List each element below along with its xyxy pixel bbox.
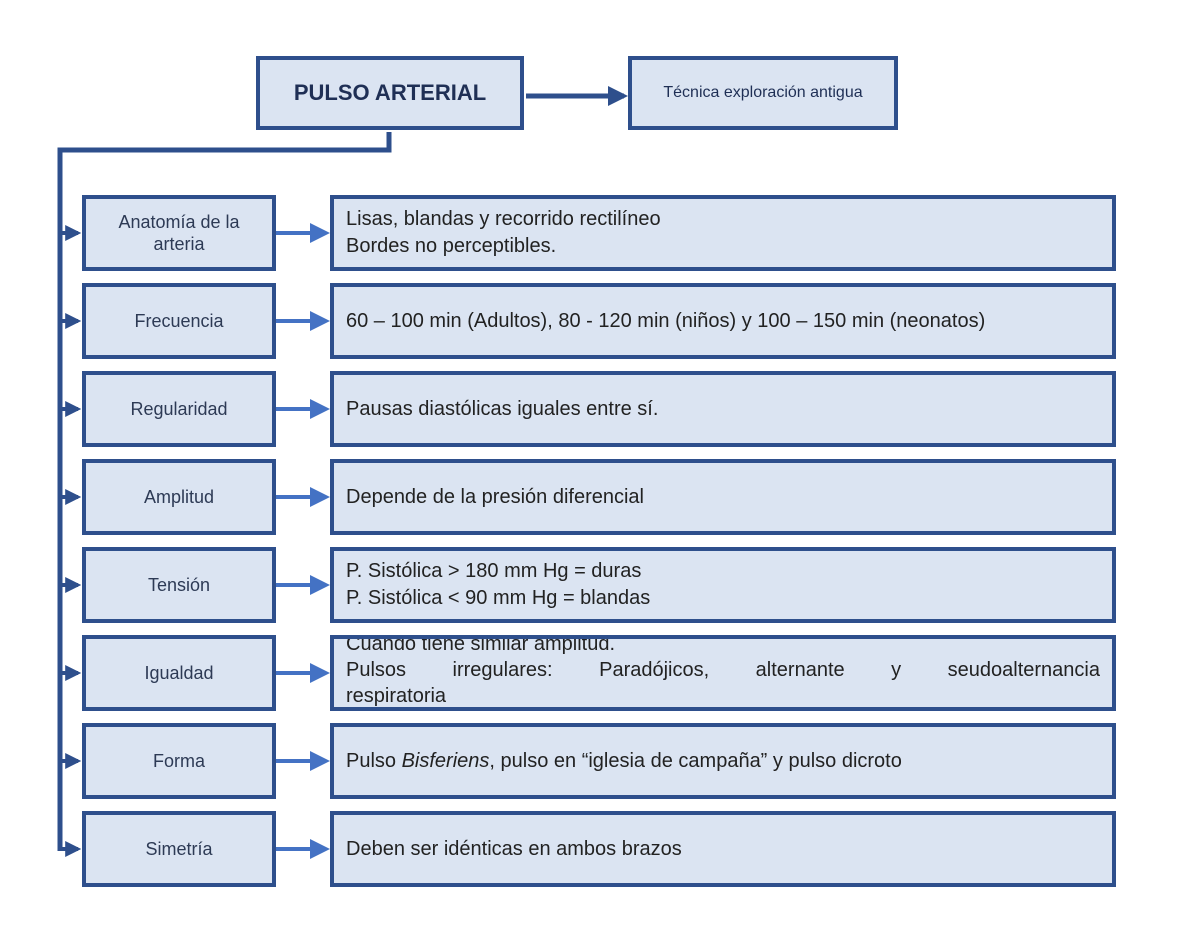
desc-line: respiratoria bbox=[346, 685, 447, 707]
title-text: PULSO ARTERIAL bbox=[293, 80, 487, 105]
label-box-amplitud: Amplitud bbox=[82, 459, 276, 535]
desc-box-amplitud: Depende de la presión diferencial bbox=[330, 459, 1116, 535]
label-text: Igualdad bbox=[144, 662, 214, 683]
desc-box-igualdad: Cuando tiene similar amplitud. Pulsos ir… bbox=[330, 635, 1116, 711]
desc-line: Pulso Bisferiens, pulso en “iglesia de c… bbox=[346, 748, 1100, 775]
label-box-regularidad: Regularidad bbox=[82, 371, 276, 447]
label-text: Frecuencia bbox=[134, 310, 224, 331]
label-box-igualdad: Igualdad bbox=[82, 635, 276, 711]
desc-line: 60 – 100 min (Adultos), 80 - 120 min (ni… bbox=[346, 309, 986, 332]
desc-line: Pausas diastólicas iguales entre sí. bbox=[346, 397, 659, 420]
desc-box-regularidad: Pausas diastólicas iguales entre sí. bbox=[330, 371, 1116, 447]
label-text: Anatomía de la arteria bbox=[118, 211, 240, 255]
desc-line: Pulsos irregulares: Paradójicos, alterna… bbox=[346, 659, 1100, 681]
desc-line: Cuando tiene similar amplitud. bbox=[346, 635, 616, 655]
title-box: PULSO ARTERIAL bbox=[256, 56, 524, 130]
label-text: Simetría bbox=[145, 838, 213, 859]
label-text: Forma bbox=[152, 750, 205, 771]
desc-box-anatomia: Lisas, blandas y recorrido rectilíneo Bo… bbox=[330, 195, 1116, 271]
desc-line: Bordes no perceptibles. bbox=[346, 235, 557, 257]
desc-part: , pulso en “iglesia de campaña” y pulso … bbox=[489, 749, 902, 772]
desc-box-simetria: Deben ser idénticas en ambos brazos bbox=[330, 811, 1116, 887]
desc-line: Depende de la presión diferencial bbox=[346, 485, 644, 508]
desc-italic: Bisferiens bbox=[401, 749, 490, 772]
label-box-anatomia: Anatomía de la arteria bbox=[82, 195, 276, 271]
desc-box-forma: Pulso Bisferiens, pulso en “iglesia de c… bbox=[330, 723, 1116, 799]
desc-line: P. Sistólica < 90 mm Hg = blandas bbox=[346, 587, 651, 609]
note-box: Técnica exploración antigua bbox=[628, 56, 898, 130]
label-text: Amplitud bbox=[143, 486, 215, 507]
desc-line: Lisas, blandas y recorrido rectilíneo bbox=[346, 208, 661, 230]
desc-line: P. Sistólica > 180 mm Hg = duras bbox=[346, 560, 642, 582]
note-text: Técnica exploración antigua bbox=[663, 84, 863, 101]
label-box-tension: Tensión bbox=[82, 547, 276, 623]
label-box-forma: Forma bbox=[82, 723, 276, 799]
desc-line: Deben ser idénticas en ambos brazos bbox=[346, 837, 682, 860]
label-box-simetria: Simetría bbox=[82, 811, 276, 887]
label-text: Regularidad bbox=[130, 398, 228, 419]
desc-part: Pulso bbox=[346, 749, 402, 772]
spine-connector bbox=[57, 132, 392, 851]
label-text: Tensión bbox=[147, 574, 211, 595]
desc-box-frecuencia: 60 – 100 min (Adultos), 80 - 120 min (ni… bbox=[330, 283, 1116, 359]
label-box-frecuencia: Frecuencia bbox=[82, 283, 276, 359]
desc-box-tension: P. Sistólica > 180 mm Hg = duras P. Sist… bbox=[330, 547, 1116, 623]
